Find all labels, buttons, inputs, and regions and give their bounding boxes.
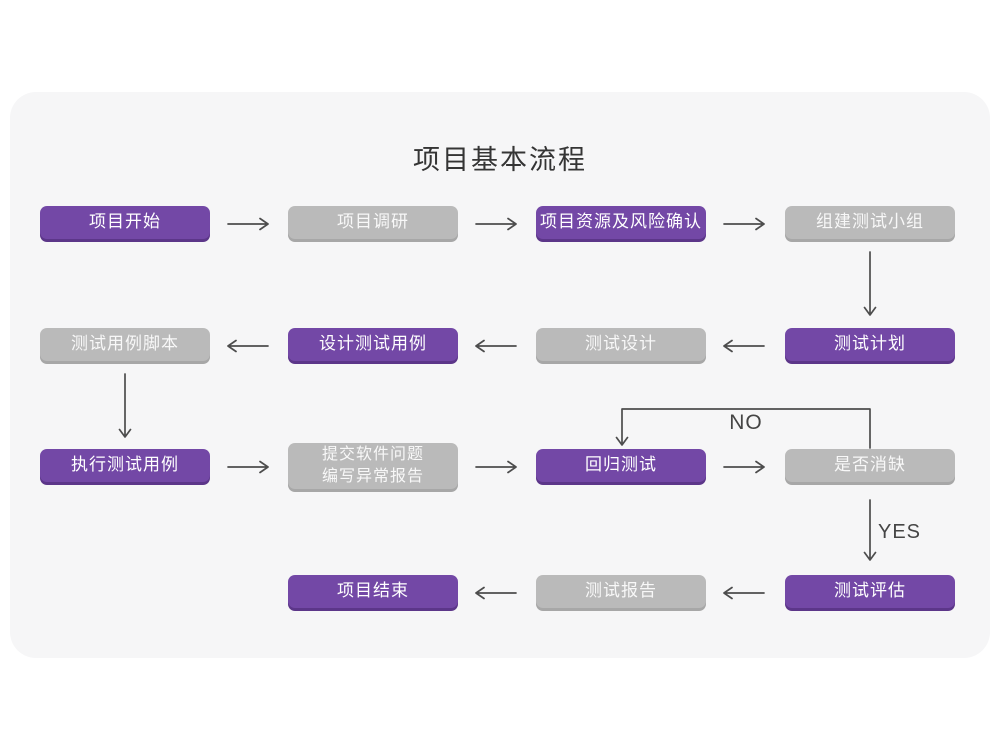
node-test-case-scripts: 测试用例脚本 (40, 328, 210, 361)
node-regression-test: 回归测试 (536, 449, 706, 482)
node-test-plan: 测试计划 (785, 328, 955, 361)
node-execute-test-cases: 执行测试用例 (40, 449, 210, 482)
node-label: 测试报告 (585, 581, 657, 601)
edge-label-no: NO (729, 411, 763, 434)
node-label: 测试评估 (834, 581, 906, 601)
node-label: 提交软件问题 编写异常报告 (321, 446, 424, 485)
node-resources-risk-confirm: 项目资源及风险确认 (536, 206, 706, 239)
node-label: 测试计划 (834, 334, 906, 354)
node-label: 回归测试 (585, 455, 657, 475)
node-label: 组建测试小组 (816, 212, 924, 232)
node-label: 是否消缺 (834, 455, 906, 475)
node-defects-cleared-check: 是否消缺 (785, 449, 955, 482)
edge-label-yes: YES (878, 521, 922, 543)
node-test-design: 测试设计 (536, 328, 706, 361)
node-design-test-cases: 设计测试用例 (288, 328, 458, 361)
node-label: 项目调研 (337, 212, 409, 232)
diagram-title: 项目基本流程 (413, 145, 587, 175)
node-label: 项目结束 (337, 581, 409, 601)
node-label: 测试设计 (585, 334, 657, 354)
node-label: 执行测试用例 (71, 455, 179, 475)
node-build-test-team: 组建测试小组 (785, 206, 955, 239)
node-test-evaluation: 测试评估 (785, 575, 955, 608)
node-submit-issues-report: 提交软件问题 编写异常报告 (288, 443, 458, 489)
node-project-start: 项目开始 (40, 206, 210, 239)
node-label: 设计测试用例 (319, 334, 427, 354)
node-label: 测试用例脚本 (71, 334, 179, 354)
node-label: 项目开始 (89, 212, 161, 232)
node-test-report: 测试报告 (536, 575, 706, 608)
node-project-research: 项目调研 (288, 206, 458, 239)
flowchart-card: 项目基本流程 (10, 92, 990, 658)
node-label: 项目资源及风险确认 (540, 212, 702, 232)
node-project-end: 项目结束 (288, 575, 458, 608)
